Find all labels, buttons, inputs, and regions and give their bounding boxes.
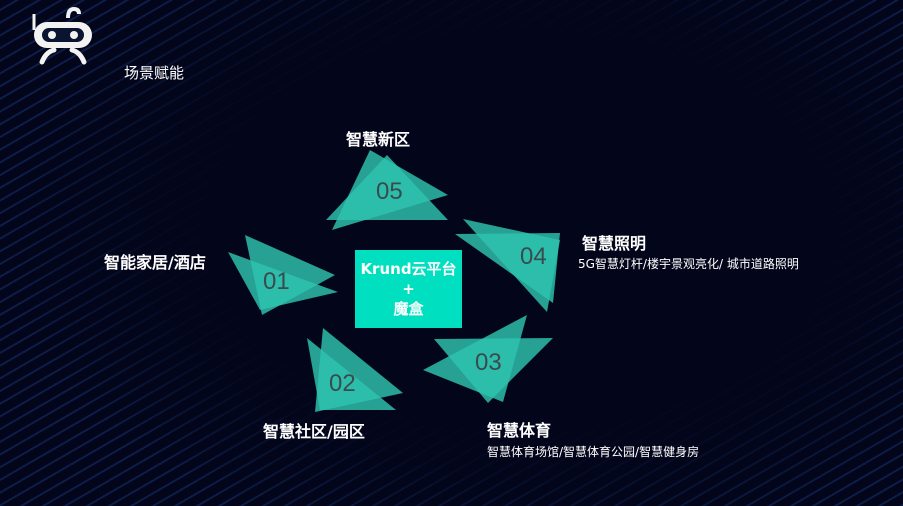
triangle-02 bbox=[307, 328, 403, 412]
item-title-05: 智慧新区 bbox=[346, 130, 411, 149]
triangle-04 bbox=[455, 219, 560, 312]
center-line3: 魔盒 bbox=[393, 300, 424, 318]
item-title-04: 智慧照明 bbox=[582, 234, 647, 253]
item-desc-04: 5G智慧灯杆/楼宇景观亮化/ 城市道路照明 bbox=[578, 257, 799, 271]
center-line1: Krund云平台 bbox=[360, 260, 457, 278]
item-number-02: 02 bbox=[329, 370, 356, 397]
item-number-05: 05 bbox=[376, 178, 403, 205]
page-subtitle: 场景赋能 bbox=[124, 64, 185, 82]
item-number-01: 01 bbox=[263, 268, 290, 295]
triangle-05 bbox=[326, 150, 448, 230]
item-desc-03: 智慧体育场馆/智慧体育公园/智慧健身房 bbox=[487, 445, 700, 459]
item-title-03: 智慧体育 bbox=[487, 421, 552, 440]
robot-icon bbox=[32, 6, 92, 65]
center-line2: + bbox=[402, 280, 415, 298]
triangle-03 bbox=[423, 315, 553, 403]
item-number-04: 04 bbox=[520, 243, 547, 270]
triangle-01 bbox=[228, 235, 338, 315]
center-platform-box: Krund云平台 + 魔盒 bbox=[355, 250, 462, 328]
item-number-03: 03 bbox=[475, 349, 502, 376]
item-title-01: 智能家居/酒店 bbox=[104, 253, 206, 272]
item-title-02: 智慧社区/园区 bbox=[263, 422, 365, 441]
